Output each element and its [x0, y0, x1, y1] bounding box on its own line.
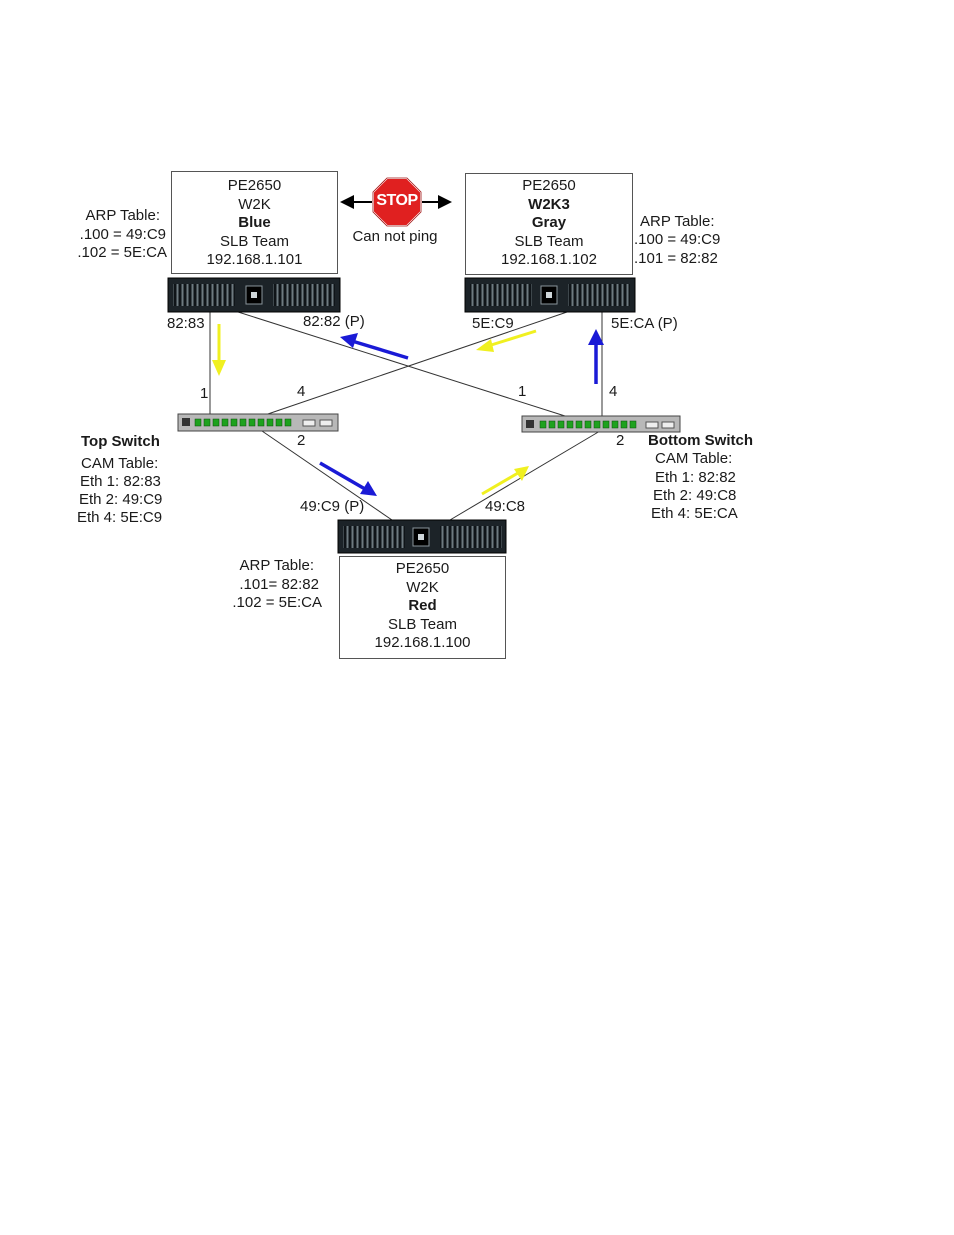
- red-arp-title: ARP Table:: [239, 557, 315, 574]
- bottom-switch-cam-entry: Eth 2: 49:C8: [653, 487, 737, 504]
- blue-server-ip: 192.168.1.101: [206, 251, 303, 268]
- top-switch-cam-title: CAM Table:: [81, 455, 159, 472]
- top-switch-cam-entry: Eth 1: 82:83: [80, 473, 161, 490]
- bottom-switch-device: [521, 415, 681, 433]
- bottom-switch-port-4: 4: [609, 383, 618, 400]
- blue-server-chassis: [167, 277, 341, 313]
- red-nic-secondary-label: 49:C8: [485, 498, 526, 515]
- gray-server-chassis: [464, 277, 636, 313]
- red-server-model: PE2650: [395, 560, 450, 577]
- red-server-name: Red: [408, 597, 437, 614]
- can-not-ping-label: Can not ping: [352, 228, 438, 245]
- cable-gray-to-top-switch: [261, 310, 571, 417]
- blue-server-os: W2K: [238, 195, 271, 213]
- top-switch-port-4: 4: [297, 383, 306, 400]
- cable-bottom-switch-to-red: [449, 430, 601, 521]
- gray-nic-left-label: 5E:C9: [472, 315, 514, 332]
- bottom-switch-port-1: 1: [518, 383, 527, 400]
- gray-server-box: PE2650 W2K3 Gray SLB Team 192.168.1.102: [465, 173, 633, 275]
- stop-sign-text: STOP: [376, 192, 418, 209]
- gray-server-ip: 192.168.1.102: [501, 251, 597, 268]
- blue-arp-entry: .100 = 49:C9: [79, 226, 166, 243]
- bottom-switch-cam-entry: Eth 4: 5E:CA: [651, 505, 738, 522]
- bottom-switch-port-2: 2: [616, 432, 625, 449]
- yellow-arrow-up-right-icon: [514, 466, 529, 481]
- red-server-box: PE2650 W2K Red SLB Team 192.168.1.100: [339, 556, 506, 659]
- gray-arp-entry: .100 = 49:C9: [634, 231, 721, 248]
- blue-nic-primary-label: 82:82 (P): [303, 313, 365, 330]
- gray-arp-entry: .101 = 82:82: [634, 250, 718, 267]
- cable-top-switch-to-red: [261, 430, 393, 521]
- red-nic-primary-label: 49:C9 (P): [300, 498, 365, 515]
- top-switch-port-1: 1: [200, 385, 209, 402]
- blue-server-name: Blue: [238, 214, 271, 231]
- blue-arrow-down-right-icon: [360, 481, 377, 496]
- bottom-switch-cam-entry: Eth 1: 82:82: [655, 469, 736, 486]
- blue-server-model: PE2650: [227, 177, 282, 194]
- red-arp-entry: .102 = 5E:CA: [232, 594, 322, 611]
- red-server-chassis: [337, 519, 507, 554]
- red-server-team: SLB Team: [388, 615, 457, 633]
- red-server-ip: 192.168.1.100: [374, 634, 471, 651]
- top-switch-cam-entry: Eth 2: 49:C9: [79, 491, 163, 508]
- can-not-ping-indicator: [340, 177, 452, 227]
- blue-nic-left-label: 82:83: [167, 315, 205, 332]
- yellow-arrow-down-icon: [212, 360, 226, 376]
- blue-server-team: SLB Team: [220, 232, 289, 250]
- red-arp-entry: .101= 82:82: [239, 576, 319, 593]
- blue-arp-title: ARP Table:: [85, 207, 161, 224]
- traffic-arrows: [212, 324, 604, 496]
- top-switch-name: Top Switch: [81, 433, 160, 450]
- blue-arrow-left-icon: [340, 333, 358, 348]
- gray-nic-primary-label: 5E:CA (P): [611, 315, 678, 332]
- blue-arp-entry: .102 = 5E:CA: [77, 244, 167, 261]
- gray-server-team: SLB Team: [514, 232, 584, 250]
- top-switch-cam-entry: Eth 4: 5E:C9: [77, 509, 163, 526]
- top-switch-port-2: 2: [297, 432, 306, 449]
- gray-server-name: Gray: [531, 214, 567, 231]
- cable-blue-to-bottom-switch: [234, 310, 566, 417]
- top-switch-device: [177, 413, 339, 432]
- gray-server-model: PE2650: [522, 177, 576, 194]
- gray-server-os: W2K3: [528, 195, 570, 213]
- gray-arp-title: ARP Table:: [640, 213, 715, 230]
- black-arrow-right-icon: [438, 195, 452, 209]
- black-arrow-left-icon: [340, 195, 354, 209]
- cables: [209, 310, 603, 521]
- red-server-os: W2K: [406, 578, 439, 596]
- bottom-switch-cam-title: CAM Table:: [655, 450, 733, 467]
- blue-arrow-up-icon: [588, 329, 604, 345]
- blue-server-box: PE2650 W2K Blue SLB Team 192.168.1.101: [171, 171, 338, 274]
- yellow-arrow-left-icon: [476, 339, 494, 352]
- bottom-switch-name: Bottom Switch: [648, 432, 753, 449]
